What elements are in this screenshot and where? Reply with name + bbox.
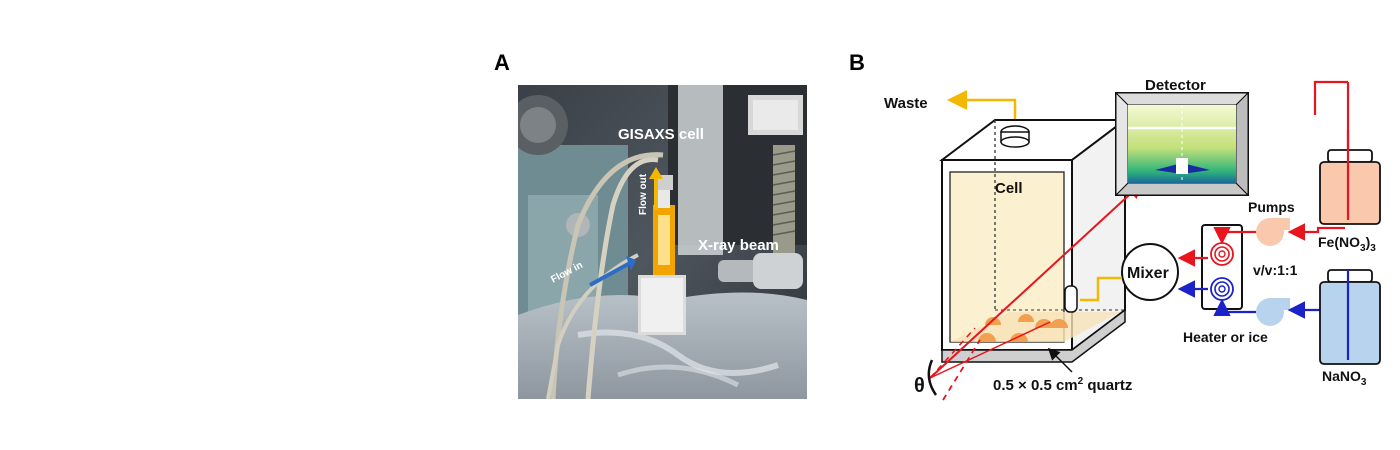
heater-label: Heater or ice [1183, 329, 1268, 345]
flow-out-label: Flow out [638, 173, 649, 215]
mixer [1121, 243, 1179, 301]
blue-pump-icon [1256, 298, 1290, 326]
fe-nitrate-label: Fe(NO3)3 [1318, 234, 1376, 254]
mixer-to-cell-line [1080, 276, 1122, 302]
setup-schematic: Waste Cell θ 0.5 × 0.5 cm2 quartz [884, 77, 1381, 401]
quartz-label: 0.5 × 0.5 cm2 quartz [993, 376, 1132, 394]
na-nitrate-label: NaNO3 [1322, 368, 1367, 388]
fe-nitrate-bottle [1319, 130, 1381, 225]
theta-label: θ [914, 375, 925, 397]
waste-label: Waste [884, 95, 928, 112]
xray-beam-label: X-ray beam [698, 237, 779, 254]
detector [1114, 91, 1250, 197]
gisaxs-photo: GISAXS cell Flow out Flow in X-ray beam [518, 85, 807, 399]
pumps-label: Pumps [1248, 199, 1295, 215]
cell-label: Cell [995, 180, 1023, 197]
ratio-label: v/v:1:1 [1253, 262, 1298, 278]
panel-b-letter: B [849, 50, 865, 75]
detector-label: Detector [1145, 77, 1206, 94]
xray-beam-line [929, 182, 1143, 379]
panel-a-letter: A [494, 50, 510, 75]
gisaxs-cell-label: GISAXS cell [618, 126, 704, 143]
mixer-label: Mixer [1127, 265, 1169, 282]
na-nitrate-bottle [1319, 269, 1381, 365]
red-pump-icon [1256, 218, 1290, 246]
reaction-cell [939, 117, 1128, 363]
